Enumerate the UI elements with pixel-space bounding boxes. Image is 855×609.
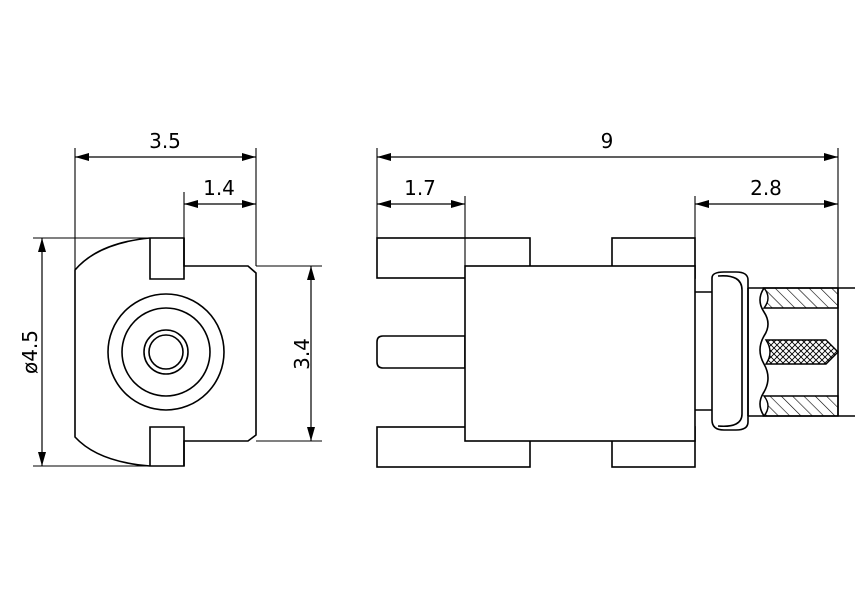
front-pin-inner [148,334,184,370]
dim-label-front-height: 3.4 [290,338,314,370]
front-outline [74,237,257,467]
dim-front-width: 3.5 [75,129,256,161]
front-pin-outer [143,329,189,375]
side-plug-hatch-bottom [762,395,839,417]
dim-label-front-diameter: ø4.5 [18,330,42,374]
dim-label-side-leg: 1.7 [404,176,436,200]
side-main-body [464,265,696,442]
front-top-notch [149,238,185,280]
dim-label-front-width: 3.5 [149,129,181,153]
front-view: 3.5 1.4 3.4 ø4.5 [18,129,322,467]
dim-side-leg: 1.7 [377,176,465,208]
dim-front-flat: 1.4 [184,176,256,208]
side-plug-pin [764,339,839,365]
side-center-pin [376,335,466,369]
dim-label-side-length: 9 [601,129,614,153]
dim-side-length: 9 [377,129,838,161]
side-flange [711,271,749,431]
front-middle-circle [121,307,211,397]
dim-label-side-plug: 2.8 [750,176,782,200]
front-bottom-notch [149,426,185,466]
side-plug-hatch-top [762,287,839,309]
side-view: 9 1.7 2.8 [376,129,855,468]
dim-front-height: 3.4 [290,266,315,441]
dim-label-front-flat: 1.4 [203,176,235,200]
front-outer-circle [107,293,225,411]
dim-front-diameter: ø4.5 [18,238,46,466]
dim-side-plug: 2.8 [695,176,838,208]
